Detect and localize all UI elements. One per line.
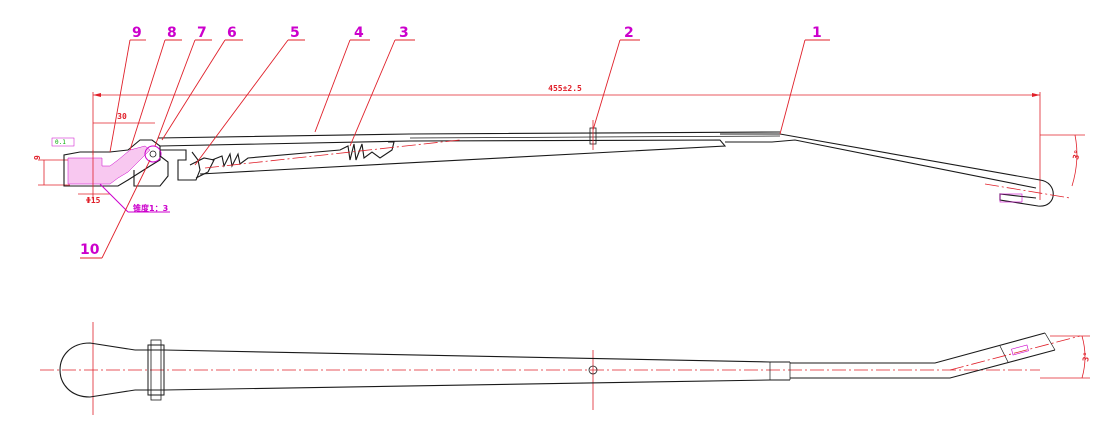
callout-4-leader [314,39,351,133]
callout-7: 7 [197,25,207,41]
callouts: 1 2 3 4 5 6 7 8 9 10 [80,25,830,259]
datum-frame [51,137,75,147]
callout-8: 8 [167,25,177,41]
tip-end [1044,332,1056,351]
overall-length-label: 455±2.5 [548,84,582,93]
head-offset-label: 30 [117,112,127,121]
side-view: 455±2.5 30 0.1 9 Φ15 锥度1：3 [33,84,1085,213]
hook-angle-arc [1071,134,1078,187]
callout-6: 6 [227,25,237,41]
tension-spring [211,141,395,168]
main-arm-lower-edge [159,139,727,175]
rod-top-outline [790,332,1046,364]
datum-note: 0.1 [55,139,66,146]
taper-leader [99,183,129,213]
callout-5: 5 [290,25,300,41]
spring-hook-5 [189,157,215,179]
hinge-block [147,344,165,396]
hook-insert [999,193,1023,203]
callout-8-leader [129,39,166,151]
head-disc [59,342,136,398]
callout-2-leader [592,39,621,131]
callout-1-leader [779,39,806,135]
pivot-rivet [144,145,162,163]
overall-length-arrow-left [93,93,101,97]
callout-10-leader [101,159,151,259]
tip-centreline [949,335,1081,371]
overall-length-arrow-right [1032,93,1040,97]
secondary-arm-bottom [725,139,1037,189]
callout-2: 2 [624,25,634,41]
head-height-label: 9 [33,155,42,160]
top-view: 3° [40,322,1092,415]
callout-4: 4 [354,25,364,41]
spring-centreline [204,139,461,169]
callout-3-leader [349,39,396,147]
pivot-rivet-centre [149,150,157,158]
tip-angle-label: 3° [1081,351,1092,362]
taper-note: 锥度1：3 [133,203,168,213]
callout-10: 10 [80,242,100,258]
rod-bottom-outline [790,349,1056,379]
hook-angle-label: 3° [1071,149,1082,161]
clevis-inner [133,155,169,187]
pin-hole [588,365,598,375]
tip-angle-arc [1081,335,1086,379]
callout-3: 3 [399,25,409,41]
hook-centreline [984,183,1071,199]
main-arm-inner-edge [409,135,781,139]
main-arm-bottom-outline [135,379,790,391]
callout-1: 1 [812,25,822,41]
main-arm-top-edge [157,131,781,139]
bore-diameter-label: Φ15 [86,196,101,205]
callout-6-leader [161,39,226,141]
callout-5-leader [194,39,289,166]
tip-insert [1011,344,1029,356]
tip-start [999,345,1009,363]
callout-9: 9 [132,25,142,41]
clevis-body [160,149,201,181]
callout-7-leader [154,39,196,147]
hinge-pin [150,339,162,401]
callout-9-leader [109,39,131,153]
main-arm-top-outline [135,349,790,363]
